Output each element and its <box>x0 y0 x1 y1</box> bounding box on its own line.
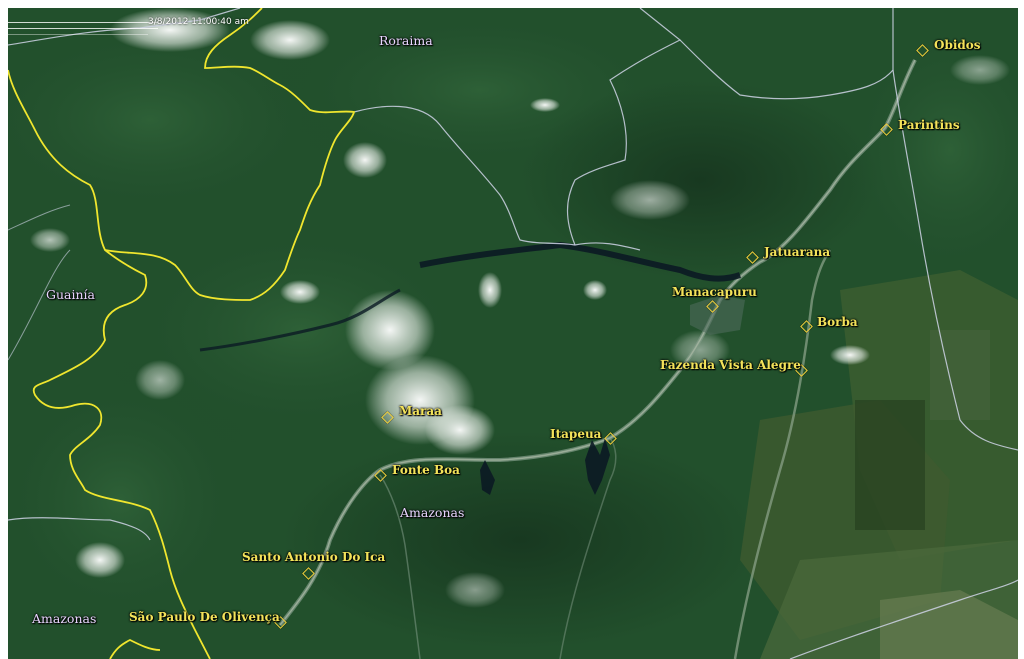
region-label-amazonas-co: Amazonas <box>32 611 97 626</box>
satellite-map[interactable]: 3/8/2012 11:00:40 am Roraima Guainía Ama… <box>8 8 1018 659</box>
imagery-timestamp: 3/8/2012 11:00:40 am <box>148 17 249 27</box>
map-imagery <box>8 8 1018 659</box>
city-label-parintins[interactable]: Parintins <box>898 118 960 132</box>
region-label-amazonas-br: Amazonas <box>400 505 465 520</box>
region-label-guainia: Guainía <box>46 287 95 302</box>
city-label-fonte-boa[interactable]: Fonte Boa <box>392 463 460 477</box>
timestamp-bar <box>8 28 158 29</box>
city-label-sao-paulo-de-olivenca[interactable]: São Paulo De Olivença <box>129 610 280 624</box>
city-label-maraa[interactable]: Maraa <box>399 404 442 418</box>
city-label-santo-antonio-do-ica[interactable]: Santo Antonio Do Ica <box>242 550 386 564</box>
city-label-manacapuru[interactable]: Manacapuru <box>672 285 757 299</box>
timestamp-bar <box>8 34 148 35</box>
timestamp-bar <box>8 22 158 23</box>
city-label-borba[interactable]: Borba <box>817 315 858 329</box>
city-label-itapeua[interactable]: Itapeua <box>550 427 602 441</box>
region-label-roraima: Roraima <box>379 33 433 48</box>
city-label-obidos[interactable]: Obidos <box>934 38 981 52</box>
city-label-jatuarana[interactable]: Jatuarana <box>764 245 831 259</box>
city-label-fazenda-vista-alegre[interactable]: Fazenda Vista Alegre <box>660 358 801 372</box>
